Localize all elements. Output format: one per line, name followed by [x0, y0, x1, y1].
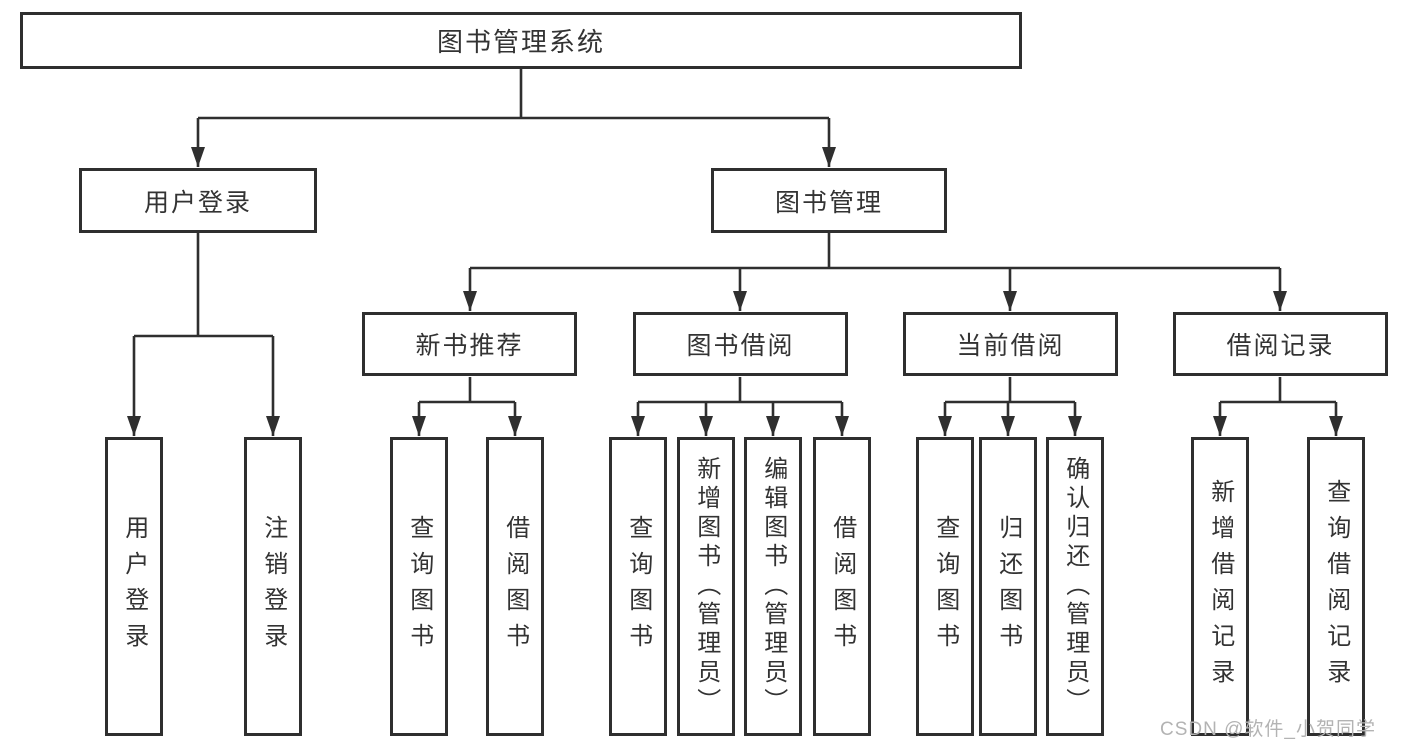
node-new-book-recommend: 新书推荐	[362, 312, 577, 376]
node-user-login-label: 用户登录	[143, 188, 252, 217]
leaf-edit-books-admin: 编辑图书（管理员）	[744, 437, 802, 736]
edge-new-book-recommend-trunk	[419, 377, 515, 404]
node-current-borrow-label: 当前借阅	[956, 332, 1065, 360]
node-new-book-recommend-label: 新书推荐	[415, 332, 524, 360]
edge-book-borrow-trunk	[638, 377, 842, 404]
leaf-borrow-books-borrow: 借阅图书	[813, 437, 871, 736]
edge-root-trunk	[198, 69, 829, 120]
edge-current-borrow-trunk	[945, 377, 1075, 404]
leaf-borrow-books-recommend: 借阅图书	[486, 437, 544, 736]
leaf-return-books: 归还图书	[979, 437, 1037, 736]
leaf-logout-label: 注销登录	[259, 514, 287, 659]
edge-user-login-trunk	[134, 233, 273, 338]
leaf-query-borrow-record: 查询借阅记录	[1307, 437, 1365, 736]
leaf-confirm-return-admin: 确认归还（管理员）	[1046, 437, 1104, 736]
node-current-borrow: 当前借阅	[903, 312, 1118, 376]
leaf-borrow-books-recommend-label: 借阅图书	[501, 514, 529, 659]
leaf-query-books-borrow-label: 查询图书	[624, 514, 652, 659]
leaf-query-borrow-record-label: 查询借阅记录	[1322, 478, 1350, 695]
leaf-add-borrow-record: 新增借阅记录	[1191, 437, 1249, 736]
leaf-borrow-books-borrow-label: 借阅图书	[828, 514, 856, 659]
leaf-add-borrow-record-label: 新增借阅记录	[1206, 478, 1234, 695]
node-book-management: 图书管理	[711, 168, 947, 233]
csdn-watermark: CSDN @软件_小贺同学	[1160, 719, 1376, 740]
leaf-query-books-recommend: 查询图书	[390, 437, 448, 736]
leaf-edit-books-admin-label: 编辑图书（管理员）	[759, 456, 787, 717]
node-root-label: 图书管理系统	[436, 27, 605, 57]
leaf-query-books-recommend-label: 查询图书	[405, 514, 433, 659]
node-book-management-label: 图书管理	[774, 188, 883, 217]
leaf-query-books-current: 查询图书	[916, 437, 974, 736]
node-user-login: 用户登录	[79, 168, 317, 233]
edge-borrow-records-trunk	[1220, 377, 1336, 404]
leaf-query-books-borrow: 查询图书	[609, 437, 667, 736]
leaf-confirm-return-admin-label: 确认归还（管理员）	[1061, 456, 1089, 717]
edge-book-management-trunk	[470, 233, 1280, 270]
node-book-borrow: 图书借阅	[633, 312, 848, 376]
node-book-borrow-label: 图书借阅	[686, 332, 795, 360]
leaf-return-books-label: 归还图书	[994, 514, 1022, 659]
leaf-add-books-admin: 新增图书（管理员）	[677, 437, 735, 736]
leaf-user-login: 用户登录	[105, 437, 163, 736]
node-borrow-records: 借阅记录	[1173, 312, 1388, 376]
leaf-add-books-admin-label: 新增图书（管理员）	[692, 456, 720, 717]
leaf-user-login-label: 用户登录	[120, 514, 148, 659]
node-root: 图书管理系统	[20, 12, 1022, 69]
leaf-logout: 注销登录	[244, 437, 302, 736]
node-borrow-records-label: 借阅记录	[1226, 332, 1335, 360]
leaf-query-books-current-label: 查询图书	[931, 514, 959, 659]
